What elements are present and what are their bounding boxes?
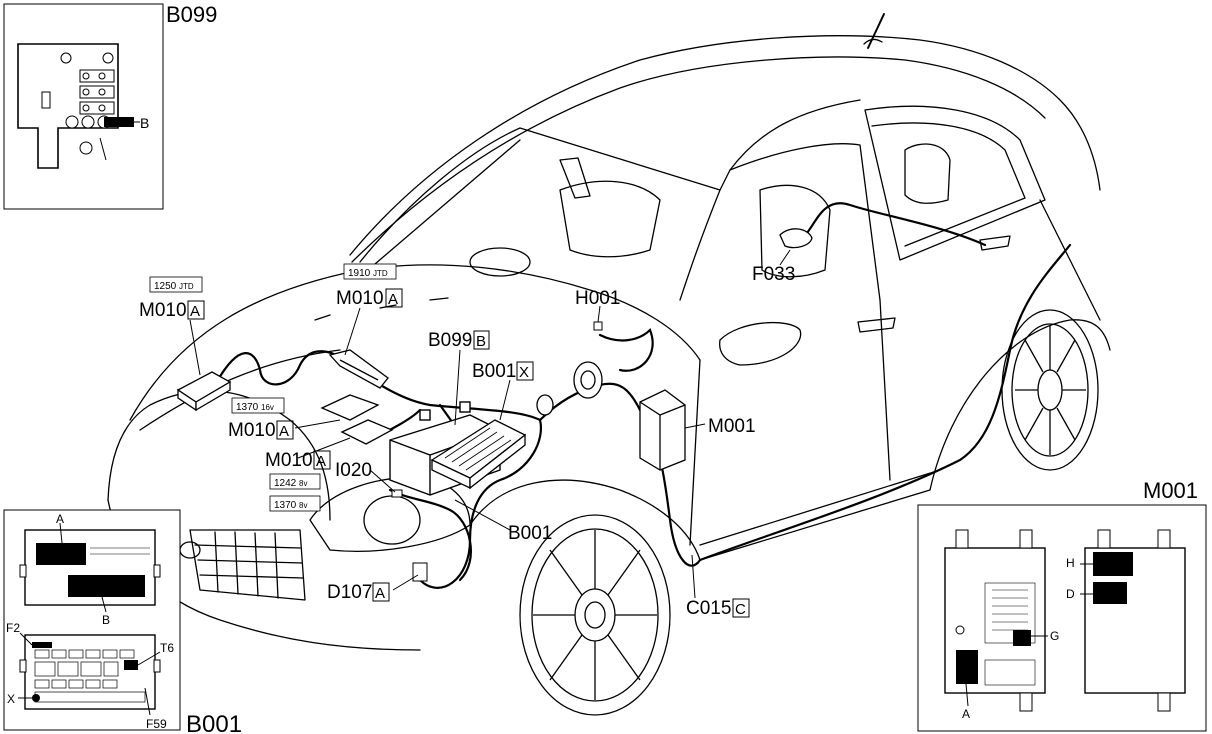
engine-tag-1370-16v: 1370 16v <box>236 402 274 413</box>
callout-box-a: A <box>388 291 398 308</box>
callout-b099-b: B099 <box>428 330 472 351</box>
inset-b001-label-f2: F2 <box>6 621 20 635</box>
callout-i020: I020 <box>335 460 372 481</box>
callout-box-a: A <box>375 585 385 602</box>
callout-box-b: B <box>476 333 486 350</box>
inset-b001-label-f59: F59 <box>146 717 167 731</box>
inset-m001: M001 A G H D <box>917 478 1207 732</box>
callout-c015-c: C015 <box>686 598 731 619</box>
callout-m010-a-1: M010 <box>139 300 187 321</box>
callout-m010-a-4: M010 <box>265 450 313 471</box>
inset-b001: B001 A B F2 T6 X <box>3 509 242 734</box>
engine-tag-1250: 1250 JTD <box>154 281 194 292</box>
inset-b001-label-t6: T6 <box>160 641 174 655</box>
inset-b001-label-a: A <box>56 512 64 526</box>
inset-b001-title: B001 <box>186 711 242 734</box>
leader-lines <box>189 249 791 599</box>
inset-m001-label-h: H <box>1066 556 1075 570</box>
d107-component <box>412 562 428 582</box>
h001-component <box>593 321 603 331</box>
inset-b099: B099 B <box>3 2 217 210</box>
i020-component <box>391 489 403 498</box>
callout-box-a: A <box>316 453 326 470</box>
inset-b099-title: B099 <box>166 2 217 27</box>
horn-icon <box>536 361 603 416</box>
front-wheel-icon <box>519 514 671 716</box>
inset-m001-label-g: G <box>1050 629 1059 643</box>
callout-box-a: A <box>190 303 200 320</box>
body-computer-icon <box>639 389 686 471</box>
engine-tag-1910: 1910 JTD <box>348 268 388 279</box>
callout-m001: M001 <box>708 416 756 437</box>
engine-tag-1242-8v: 1242 8v <box>274 478 307 489</box>
ecu-top-module <box>328 349 389 389</box>
callout-box-a: A <box>279 423 289 440</box>
rear-wheel-icon <box>1001 309 1099 471</box>
callout-b001: B001 <box>508 523 552 544</box>
fuse-box-icon <box>430 419 527 490</box>
inset-b001-label-b: B <box>102 613 110 627</box>
ecu-module-icon <box>176 371 232 412</box>
callout-m010-a-2: M010 <box>336 288 384 309</box>
engine-tags: 1250 JTD 1910 JTD 1370 16v 1242 8v 1370 … <box>149 263 397 512</box>
inset-b001-label-x: X <box>7 692 15 706</box>
callout-d107-a: D107 <box>327 582 372 603</box>
inset-m001-title: M001 <box>1143 478 1198 503</box>
callout-f033: F033 <box>752 264 795 285</box>
callout-h001: H001 <box>575 288 620 309</box>
callout-box-x: X <box>519 364 529 381</box>
callout-b001-x: B001 <box>472 361 516 382</box>
inset-b099-pin-b: B <box>140 115 149 131</box>
car-illustration <box>107 13 1111 651</box>
inset-m001-label-a: A <box>962 707 970 721</box>
inset-m001-label-d: D <box>1066 587 1075 601</box>
callout-box-c: C <box>735 601 746 618</box>
ecu-flat-modules <box>320 394 394 445</box>
engine-tag-1370-8v: 1370 8v <box>274 500 307 511</box>
callout-m010-a-3: M010 <box>228 420 276 441</box>
f033-component <box>779 228 813 249</box>
